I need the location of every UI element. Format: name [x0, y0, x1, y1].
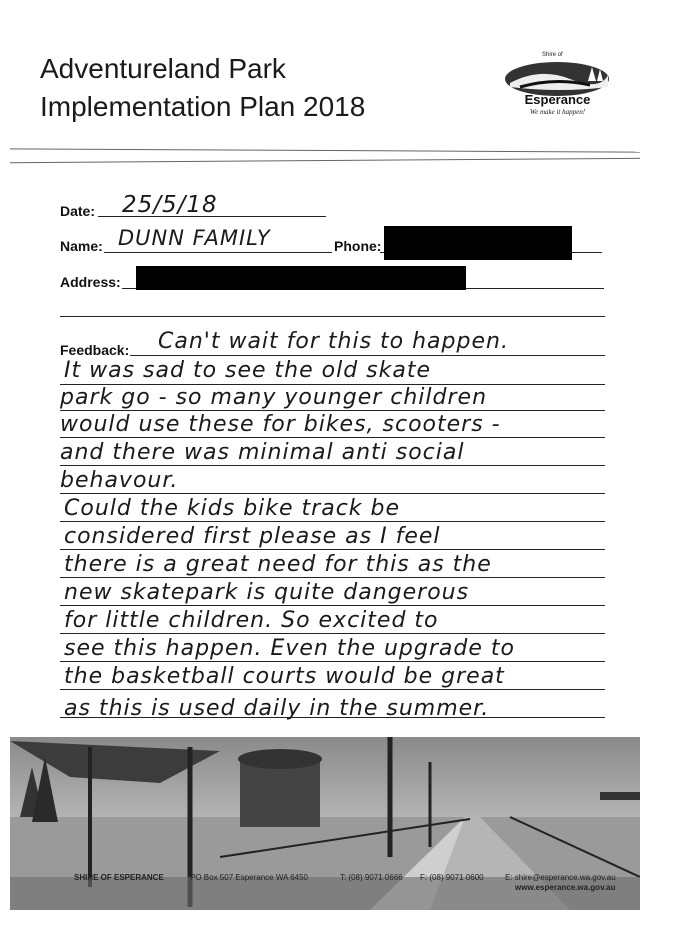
feedback-rule	[60, 521, 605, 522]
feedback-line: Can't wait for this to happen.	[158, 329, 509, 354]
name-line	[104, 252, 332, 253]
feedback-rule	[60, 465, 605, 466]
address-line-2	[60, 316, 605, 317]
feedback-label: Feedback:	[60, 342, 130, 358]
header-divider	[10, 157, 640, 164]
feedback-rule	[60, 661, 605, 662]
feedback-rule	[60, 577, 605, 578]
date-line	[98, 216, 326, 217]
feedback-line: Could the kids bike track be	[64, 496, 401, 521]
feedback-rule	[60, 633, 605, 634]
header-divider	[10, 148, 640, 153]
phone-redaction	[384, 226, 572, 260]
feedback-line: new skatepark is quite dangerous	[64, 580, 470, 605]
footer-contact: SHIRE OF ESPERANCE PO Box 507 Esperance …	[10, 871, 640, 892]
date-value[interactable]: 25/5/18	[122, 192, 218, 218]
feedback-rule	[60, 717, 605, 718]
logo-tagline: We make it happen!	[529, 108, 586, 116]
feedback-rule	[60, 410, 605, 411]
address-redaction	[136, 266, 466, 290]
footer-fax: F: (08) 9071 0600	[420, 873, 484, 882]
name-label: Name:	[60, 238, 103, 254]
feedback-rule	[60, 437, 605, 438]
feedback-line: behavour.	[60, 468, 179, 493]
feedback-line: and there was minimal anti social	[60, 440, 465, 465]
page-title: Adventureland Park Implementation Plan 2…	[40, 50, 365, 126]
feedback-rule	[60, 605, 605, 606]
feedback-line: there is a great need for this as the	[64, 552, 492, 577]
feedback-line: for little children. So excited to	[64, 608, 439, 633]
phone-label: Phone:	[334, 238, 382, 254]
shire-logo: Shire of Esperance We make it happen!	[500, 52, 615, 118]
logo-brand: Esperance	[524, 92, 591, 107]
footer-po: PO Box 507 Esperance WA 6450	[190, 873, 308, 882]
feedback-line: park go - so many younger children	[60, 385, 488, 410]
feedback-line: would use these for bikes, scooters -	[60, 412, 501, 437]
esperance-landscape-logo-icon	[505, 62, 609, 96]
title-line-1: Adventureland Park	[40, 53, 286, 84]
feedback-line: considered first please as I feel	[64, 524, 441, 549]
footer-tel: T: (08) 9071 0666	[340, 873, 403, 882]
name-value[interactable]: DUNN FAMILY	[118, 226, 271, 250]
feedback-line: as this is used daily in the summer.	[64, 696, 490, 721]
footer-web[interactable]: www.esperance.wa.gov.au	[515, 883, 616, 892]
title-line-2: Implementation Plan 2018	[40, 91, 366, 122]
park-scene-image	[10, 737, 640, 910]
date-label: Date:	[60, 203, 96, 219]
logo-top-text: Shire of	[542, 52, 563, 58]
feedback-rule	[60, 549, 605, 550]
feedback-rule	[130, 355, 605, 356]
park-photo	[10, 737, 640, 910]
feedback-line: see this happen. Even the upgrade to	[64, 636, 515, 661]
feedback-line: the basketball courts would be great	[64, 664, 505, 689]
address-label: Address:	[60, 274, 121, 290]
footer-org: SHIRE OF ESPERANCE	[74, 873, 164, 882]
feedback-rule	[60, 689, 605, 690]
feedback-rule	[60, 493, 605, 494]
feedback-line: It was sad to see the old skate	[64, 358, 432, 383]
footer-email[interactable]: E: shire@esperance.wa.gov.au	[505, 873, 616, 882]
feedback-rule	[60, 384, 605, 385]
